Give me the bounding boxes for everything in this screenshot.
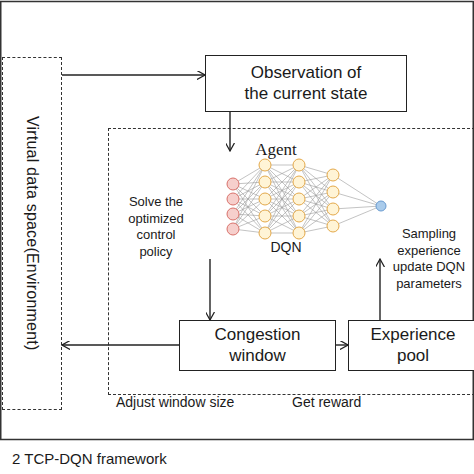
network-link bbox=[333, 206, 381, 209]
dqn-network: DQN bbox=[201, 151, 401, 259]
network-neuron bbox=[259, 227, 271, 239]
network-neuron bbox=[327, 203, 339, 215]
network-neuron bbox=[293, 176, 305, 188]
network-neuron bbox=[259, 176, 271, 188]
frame-border bbox=[1, 2, 474, 440]
edge-label: Sampling experience update DQN parameter… bbox=[386, 226, 472, 293]
process-box: Experience pool bbox=[348, 320, 474, 371]
flow-arrow bbox=[209, 259, 210, 320]
network-neuron bbox=[327, 169, 339, 181]
edge-label: Solve the optimized control policy bbox=[119, 194, 193, 261]
node-text: Agent bbox=[246, 140, 306, 160]
network-link bbox=[265, 165, 299, 216]
edge-label: Get reward bbox=[292, 394, 392, 412]
network-neuron bbox=[376, 201, 386, 211]
network-neuron bbox=[227, 178, 239, 190]
network-neuron bbox=[259, 193, 271, 205]
edge-label: Adjust window size bbox=[116, 394, 256, 412]
node-text: Congestion window bbox=[203, 325, 313, 366]
network-neuron bbox=[327, 220, 339, 232]
figure-caption: 2 TCP-DQN framework bbox=[12, 450, 167, 467]
flow-arrow bbox=[229, 112, 230, 151]
network-link bbox=[233, 182, 265, 229]
flow-arrow bbox=[336, 344, 348, 345]
environment-box: Virtual data space(Environment) bbox=[2, 57, 62, 410]
network-link bbox=[265, 182, 299, 233]
network-link bbox=[333, 192, 381, 206]
network-neuron bbox=[227, 223, 239, 235]
neural-network-illustration bbox=[201, 151, 401, 241]
network-neuron bbox=[293, 210, 305, 222]
network-neuron bbox=[227, 193, 239, 205]
network-link bbox=[333, 206, 381, 226]
network-neuron bbox=[293, 227, 305, 239]
flow-arrow bbox=[62, 74, 205, 75]
network-neuron bbox=[327, 186, 339, 198]
network-link bbox=[265, 165, 299, 216]
network-link bbox=[265, 182, 299, 233]
node-text: Virtual data space(Environment) bbox=[22, 116, 41, 350]
node-text: DQN bbox=[256, 239, 316, 256]
network-neuron bbox=[259, 159, 271, 171]
node-text: Experience pool bbox=[358, 325, 468, 366]
process-box: Congestion window bbox=[179, 320, 336, 371]
state-box: Observation of the current state bbox=[205, 55, 407, 112]
network-link bbox=[333, 175, 381, 206]
network-neuron bbox=[227, 208, 239, 220]
network-neuron bbox=[293, 193, 305, 205]
node-text: Observation of the current state bbox=[241, 63, 371, 104]
network-neuron bbox=[293, 159, 305, 171]
flow-arrow bbox=[379, 259, 380, 320]
network-neuron bbox=[259, 210, 271, 222]
flow-arrow bbox=[62, 344, 179, 345]
